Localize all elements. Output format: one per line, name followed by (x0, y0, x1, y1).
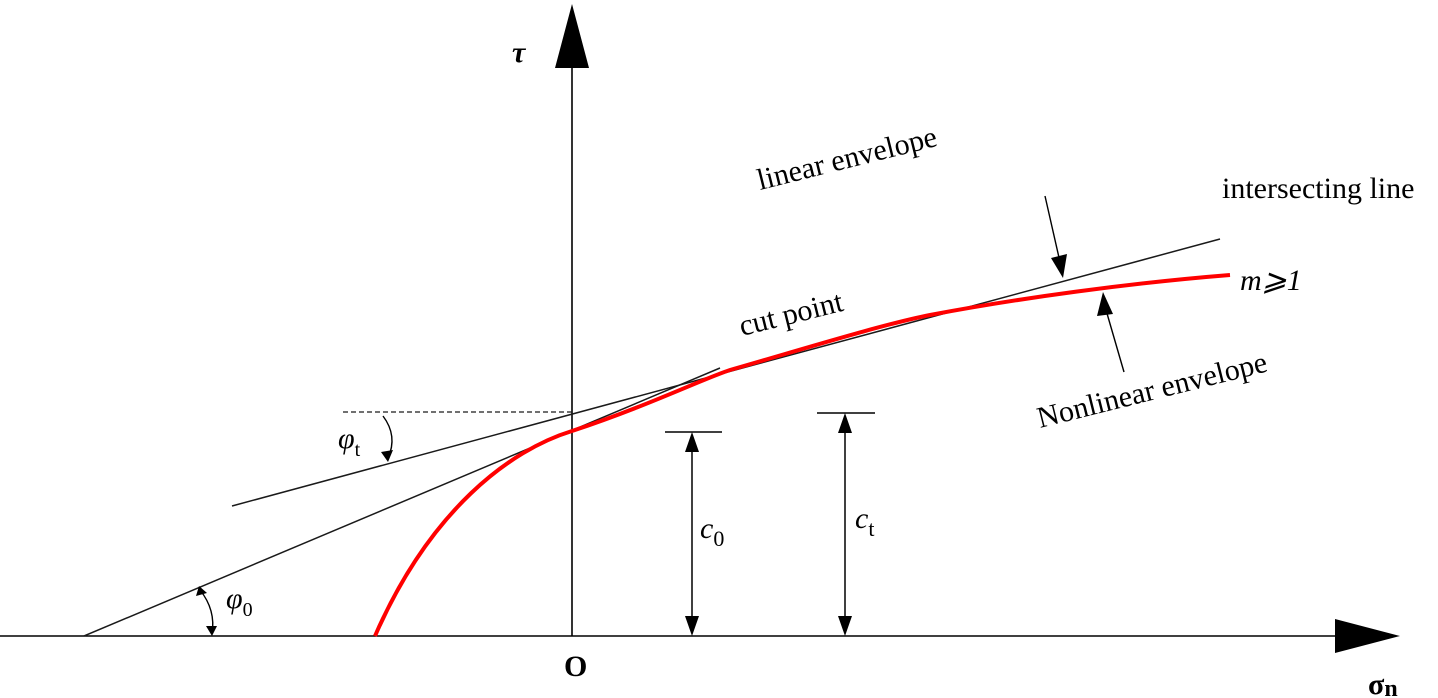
nonlinear-envelope-pointer (1105, 309, 1125, 373)
c0-arrowhead-top (685, 432, 699, 452)
linear-envelope-pointer (1044, 195, 1061, 263)
nonlinear-envelope-pointer-head (1097, 292, 1113, 316)
m-condition-label: m⩾1 (1240, 264, 1302, 297)
phi-0-label: φ0 (226, 582, 253, 621)
ct-arrowhead-bottom (838, 616, 852, 636)
ct-arrowhead-top (838, 413, 852, 433)
tau-axis-label: τ (512, 36, 527, 69)
cut-point-label: cut point (736, 285, 847, 343)
nonlinear-envelope-curve (373, 273, 1231, 637)
c0-label: c0 (700, 512, 724, 551)
origin-label: O (564, 650, 587, 683)
linear-envelope-pointer-head (1051, 254, 1067, 278)
intersecting-line-label: intersecting line (1222, 172, 1414, 205)
nonlinear-envelope-label: Nonlinear envelope (1034, 346, 1271, 435)
c0-arrowhead-bottom (685, 616, 699, 636)
tau-axis-arrowhead (555, 4, 589, 68)
sigma-axis-label: σn (1368, 668, 1398, 698)
tangent-line-phi0 (83, 367, 721, 637)
phi-t-arc-arrowhead (381, 450, 393, 462)
phi-0-arc-arrowhead-bottom (206, 626, 217, 636)
ct-label: ct (855, 502, 874, 541)
sigma-axis-arrowhead (1335, 619, 1400, 653)
linear-envelope-label: linear envelope (754, 120, 941, 197)
phi-t-label: φt (338, 422, 361, 461)
phi-0-arc-arrowhead-top (196, 586, 207, 596)
